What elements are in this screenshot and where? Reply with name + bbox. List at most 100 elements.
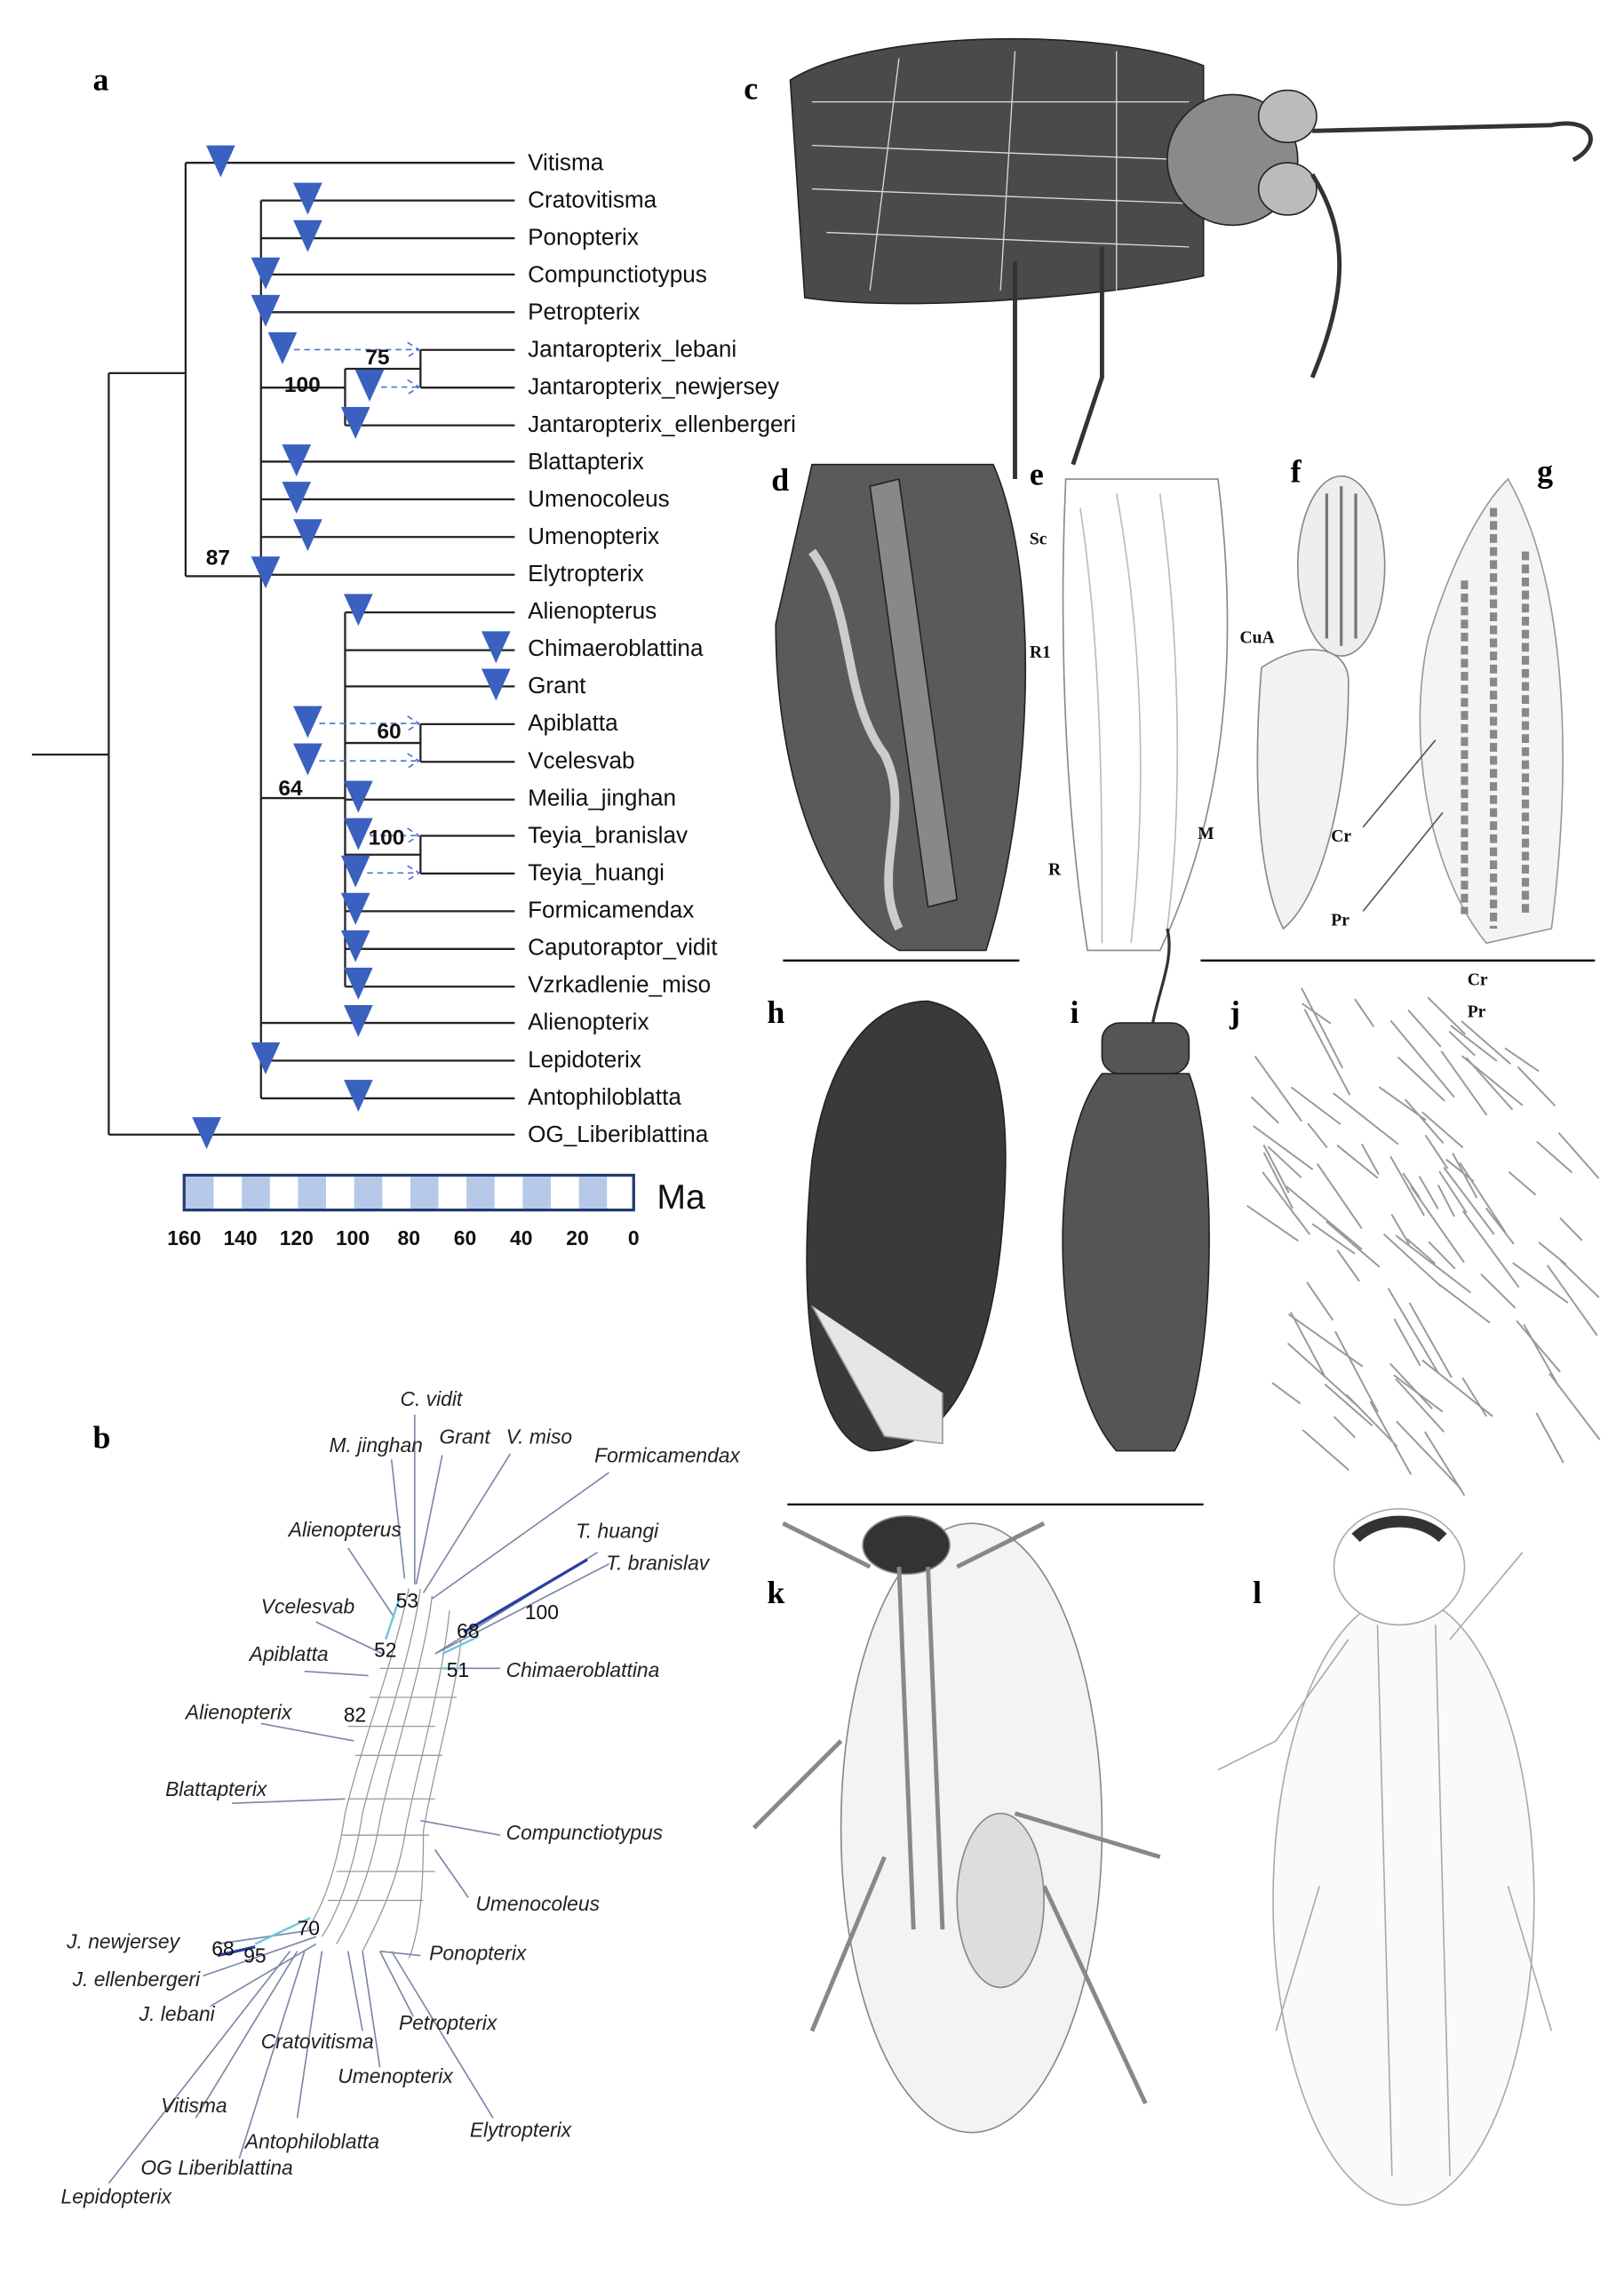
network-taxon-label: Antophiloblatta — [243, 2130, 379, 2153]
network-taxon-label: Chimaeroblattina — [506, 1658, 660, 1681]
fossil-age-marker — [340, 892, 370, 925]
time-scale-band — [185, 1177, 214, 1209]
fossil-age-marker — [340, 407, 370, 439]
taxon-label: Blattapterix — [528, 448, 644, 475]
label-pr: Pr — [1468, 1003, 1486, 1022]
fossil-age-marker — [293, 743, 322, 776]
specimen-image-l — [1217, 1508, 1553, 2207]
dashed-arrow — [294, 341, 421, 358]
specimen-image-i — [1062, 928, 1210, 1452]
vein-label-r: R — [1048, 861, 1062, 880]
taxon-label: Vcelesvab — [528, 746, 634, 773]
network-support-value: 53 — [396, 1589, 418, 1612]
specimen-image-e: Sc R1 CuA M R — [1030, 478, 1275, 952]
network-taxon-label: Formicamendax — [594, 1444, 741, 1467]
specimen-image-h — [806, 1000, 1007, 1452]
taxon-label: Cratovitisma — [528, 186, 657, 212]
network-taxon-label: Alienopterix — [184, 1700, 293, 1723]
taxon-label: Teyia_branislav — [528, 821, 688, 848]
network-taxon-label: Umenocoleus — [475, 1892, 600, 1915]
support-value: 64 — [278, 777, 303, 801]
network-taxon-label: J. newjersey — [66, 1929, 181, 1952]
taxon-label: Ponopterix — [528, 223, 639, 250]
network-taxon-label: Vcelesvab — [261, 1594, 354, 1617]
time-unit-label: Ma — [657, 1178, 705, 1217]
taxon-label: Vzrkadlenie_miso — [528, 971, 711, 998]
fossil-age-marker — [293, 182, 322, 215]
network-taxon-label: Compunctiotypus — [506, 1821, 664, 1844]
fossil-age-marker — [481, 631, 511, 664]
label-cr: Cr — [1468, 971, 1488, 990]
dashed-arrow — [370, 827, 421, 844]
taxon-label: Meilia_jinghan — [528, 784, 676, 810]
support-value: 75 — [365, 346, 389, 370]
network-terminal-edges — [107, 1414, 609, 2184]
fossil-age-marker — [354, 369, 385, 402]
network-taxon-label: T. huangi — [576, 1519, 659, 1542]
fossil-age-marker — [251, 257, 281, 290]
time-tick-label: 20 — [566, 1226, 588, 1249]
time-tick-label: 60 — [454, 1226, 476, 1249]
network-support-value: 100 — [525, 1600, 559, 1624]
taxon-label: Apiblatta — [528, 709, 618, 736]
time-tick-label: 40 — [510, 1226, 532, 1249]
network-taxon-label: Elytropterix — [470, 2119, 573, 2142]
time-scale-band — [578, 1177, 608, 1209]
time-scale-band — [410, 1177, 439, 1209]
network-taxon-label: Vitisma — [161, 2094, 227, 2117]
taxon-label: Antophiloblatta — [528, 1083, 681, 1110]
network-mesh — [306, 1588, 462, 1960]
network-taxon-label: Petropterix — [399, 2011, 498, 2034]
fossil-age-marker — [340, 855, 370, 888]
fossil-age-marker — [340, 930, 370, 962]
panel-label-k: k — [767, 1575, 784, 1610]
network-support-value: 95 — [243, 1944, 266, 1968]
panel-label-c: c — [744, 70, 758, 106]
fossil-age-marker — [481, 668, 511, 701]
label-pr: Pr — [1331, 912, 1349, 930]
time-tick-label: 120 — [280, 1226, 314, 1249]
network-taxon-label: M. jinghan — [329, 1433, 422, 1457]
network-taxon-label: V. miso — [506, 1425, 572, 1448]
fossil-age-marker — [293, 519, 322, 552]
vein-label-m: M — [1198, 825, 1214, 843]
network-taxon-label: OG Liberiblattina — [140, 2156, 292, 2179]
phylogenetic-network: C. vidit M. jinghan Grant V. misoFormicamen… — [61, 1387, 742, 2208]
dashed-arrow — [319, 753, 421, 769]
panel-label-j: j — [1229, 994, 1240, 1030]
fossil-age-marker — [251, 556, 281, 589]
support-value: 60 — [377, 720, 401, 744]
time-scale-band — [298, 1177, 327, 1209]
vein-label-sc: Sc — [1030, 530, 1047, 548]
taxon-label: Jantaropterix_ellenbergeri — [528, 411, 796, 437]
panel-label-d: d — [771, 462, 789, 498]
tree-branches — [31, 162, 515, 1136]
network-taxon-label: Grant — [440, 1425, 492, 1448]
time-tick-label: 160 — [167, 1226, 201, 1249]
taxon-label: Umenocoleus — [528, 485, 670, 512]
dashed-arrow — [367, 865, 421, 882]
label-cr: Cr — [1331, 827, 1351, 846]
taxon-label: Alienopterus — [528, 597, 657, 624]
fossil-age-marker — [282, 444, 312, 476]
time-tick-label: 0 — [628, 1226, 640, 1249]
network-highlight-edges — [254, 1595, 480, 1945]
panel-label-g: g — [1537, 453, 1553, 489]
fossil-age-marker — [344, 967, 373, 1000]
dashed-arrow — [319, 715, 421, 731]
taxon-label: Formicamendax — [528, 897, 694, 923]
network-support-value: 70 — [298, 1917, 320, 1940]
panel-label-h: h — [767, 994, 784, 1030]
network-taxon-label: Blattapterix — [165, 1777, 268, 1800]
fossil-age-marker — [206, 145, 235, 178]
network-taxon-label: Lepidopterix — [61, 2185, 173, 2208]
panel-label-i: i — [1071, 994, 1079, 1030]
panel-label-e: e — [1030, 457, 1044, 492]
network-taxon-label: C. vidit — [400, 1387, 463, 1410]
vein-label-cua: CuA — [1239, 628, 1274, 647]
specimen-image-g: Cr Pr — [1200, 477, 1596, 962]
fossil-age-marker — [344, 780, 373, 813]
network-support-value: 52 — [374, 1638, 396, 1661]
